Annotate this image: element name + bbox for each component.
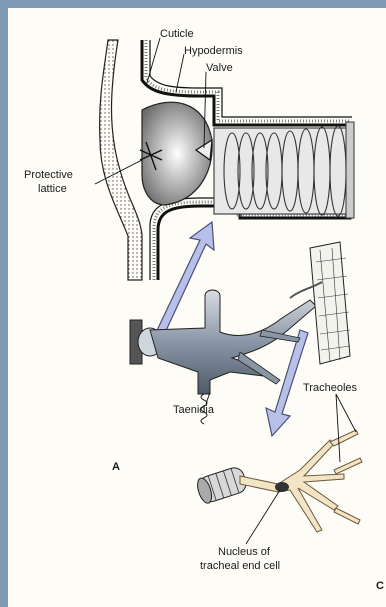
arrow-down <box>266 330 308 436</box>
label-tracheoles: Tracheoles <box>303 382 358 394</box>
body-wall <box>100 40 142 280</box>
panel-label-a: A <box>112 461 120 473</box>
label-nucleus-line2: tracheal end cell <box>200 560 280 572</box>
panel-label-c: C <box>376 580 384 592</box>
spiracle-section <box>100 40 354 280</box>
label-nucleus-line1: Nucleus of <box>218 546 271 558</box>
label-valve: Valve <box>206 62 233 74</box>
nucleus <box>275 482 289 492</box>
label-hypodermis: Hypodermis <box>184 45 243 57</box>
tracheole-cell <box>195 430 362 532</box>
label-cuticle: Cuticle <box>160 28 194 40</box>
label-protective-line1: Protective <box>24 169 73 181</box>
label-taenidia: Taenidia <box>173 404 215 416</box>
label-protective-line2: lattice <box>38 183 67 195</box>
trachea-branch <box>130 290 316 424</box>
